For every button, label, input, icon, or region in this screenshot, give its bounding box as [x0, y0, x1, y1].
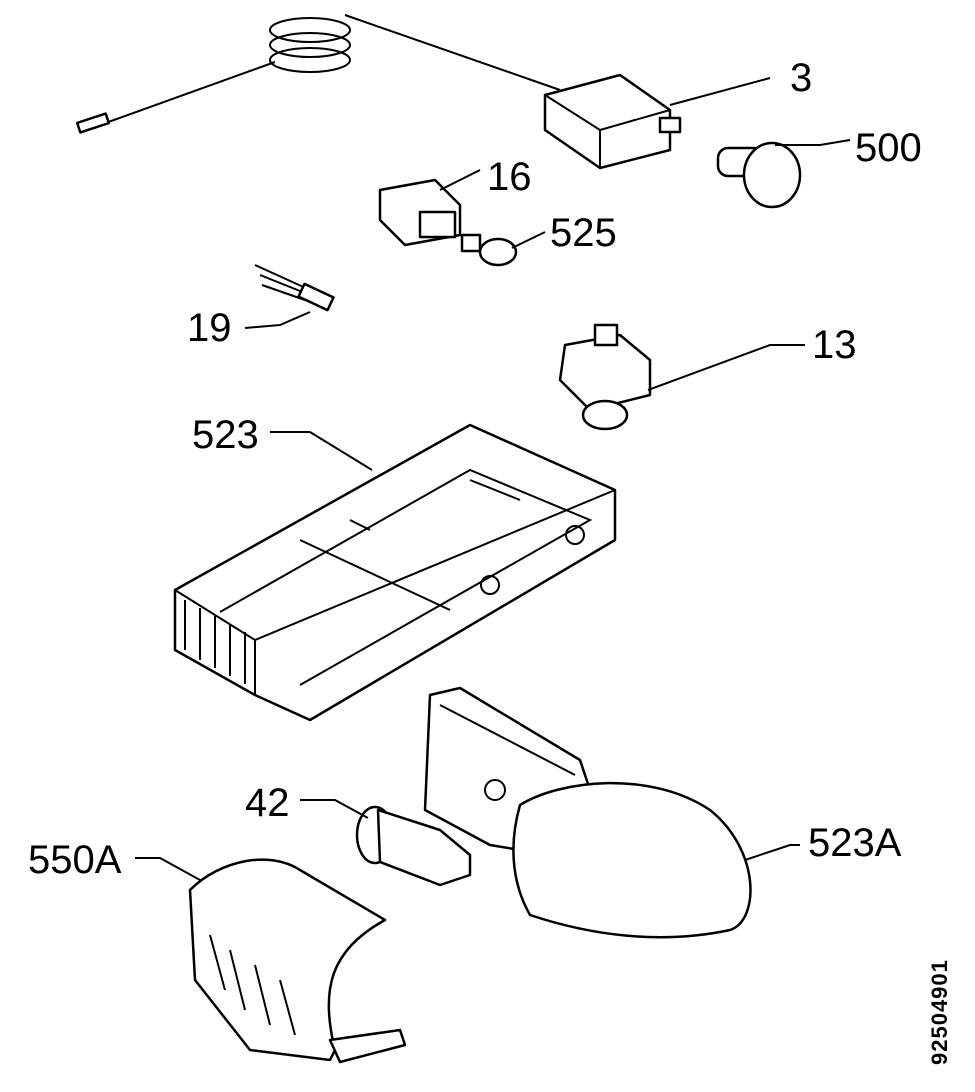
label-523: 523 — [192, 413, 259, 457]
part-523-housing — [173, 423, 617, 722]
label-16: 16 — [487, 155, 532, 199]
part-3-thermostat — [75, 14, 771, 170]
label-525: 525 — [550, 211, 617, 255]
part-16-switch — [378, 169, 481, 247]
label-13: 13 — [812, 323, 857, 367]
part-550A-lamp-cover — [135, 857, 407, 1064]
label-523A: 523A — [808, 821, 902, 865]
label-500: 500 — [855, 126, 922, 170]
part-13-door-switch — [558, 323, 805, 431]
part-523A-cover — [423, 686, 800, 939]
part-42-lamp-holder — [300, 799, 472, 887]
part-500-knob — [716, 139, 851, 209]
document-number: 92504901 — [927, 959, 952, 1065]
label-19: 19 — [187, 306, 232, 350]
label-3: 3 — [790, 56, 813, 100]
label-42: 42 — [245, 781, 290, 825]
part-19-connector — [244, 264, 335, 329]
label-550A: 550A — [28, 838, 122, 882]
part-525-bulb — [460, 231, 546, 267]
